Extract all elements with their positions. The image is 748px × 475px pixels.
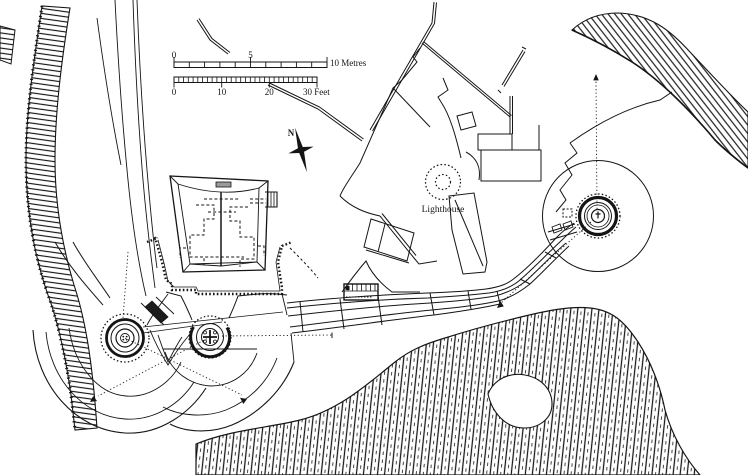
boundary-walls <box>196 1 527 142</box>
cliff-top-right <box>571 12 748 169</box>
lighthouse-outer-ring <box>424 163 462 201</box>
east-pit-step <box>562 208 573 218</box>
sight-lines <box>90 74 599 404</box>
scale-bar <box>173 57 328 88</box>
ramp-wedge <box>144 300 169 324</box>
east-emplacement <box>542 91 673 272</box>
battery-enclosure <box>146 236 319 296</box>
metre-label-0: 0 <box>172 50 177 60</box>
lighthouse-label: Lighthouse <box>422 205 465 215</box>
metre-label-10: 10 Metres <box>330 58 367 68</box>
east-pit-holdfast <box>590 208 606 224</box>
north-arrow-icon <box>288 127 314 173</box>
west-emplacements <box>32 241 295 434</box>
east-emplacement-outer-circle <box>542 160 654 272</box>
glacis-outer-arc <box>32 329 207 434</box>
west-pit <box>100 313 150 363</box>
north-label: N <box>288 128 295 138</box>
centre-pit <box>188 315 232 359</box>
feet-bar-ticks <box>178 77 313 83</box>
feet-label-10: 10 <box>217 87 227 97</box>
rampart-path <box>286 220 578 334</box>
cliff-left <box>0 5 98 431</box>
feet-label-20: 20 <box>265 87 275 97</box>
track-lines <box>96 0 158 297</box>
cliff-cove <box>487 373 553 429</box>
lighthouse-compound <box>339 47 542 275</box>
east-pit-parapet-ring <box>577 195 619 237</box>
feet-label-0: 0 <box>172 87 177 97</box>
north-arrow: N <box>288 127 314 173</box>
lighthouse-inner-ring <box>434 173 452 191</box>
lighthouse-tower: Lighthouse <box>422 163 465 215</box>
scale-bar-labels: 0 5 10 Metres 0 10 20 30 Feet <box>172 50 367 97</box>
east-pit-dotted-ring <box>575 193 621 239</box>
feet-label-30: 30 Feet <box>303 87 330 97</box>
enclosure-arc <box>289 247 319 279</box>
magazine-passages <box>179 198 266 267</box>
roof-vent <box>215 181 232 188</box>
battery-magazine <box>169 175 278 273</box>
metre-label-5: 5 <box>248 50 253 60</box>
cliff-bottom <box>195 306 701 475</box>
